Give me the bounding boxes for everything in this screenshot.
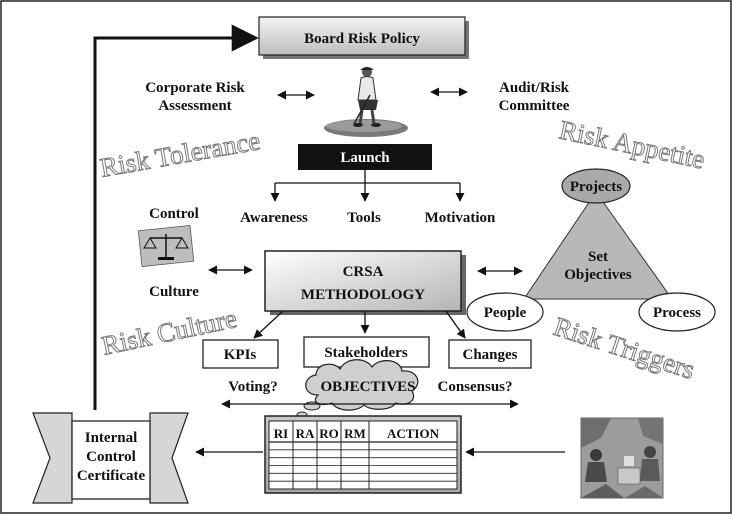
certificate-label-2: Control: [86, 449, 136, 465]
voting-label: Voting?: [228, 379, 277, 395]
kpis-box: [202, 339, 279, 369]
corporate-risk-label-1: Corporate Risk: [145, 80, 245, 96]
certificate-label-1: Internal: [85, 430, 138, 446]
objectives-center-label: Objectives: [564, 267, 632, 283]
certificate-left-flap: [32, 412, 73, 504]
changes-box: [448, 339, 532, 369]
launch-label: Launch: [340, 150, 390, 166]
grid-header-action: ACTION: [387, 426, 440, 441]
internal-control-certificate-box: [71, 420, 151, 500]
audit-risk-label-2: Committee: [499, 98, 570, 114]
certificate-right-flap: [149, 412, 189, 504]
grid-header-rm: RM: [344, 426, 366, 441]
golfer-image: [324, 67, 408, 137]
consensus-label: Consensus?: [437, 379, 512, 395]
meeting-image: [580, 417, 664, 499]
process-ellipse: [638, 292, 716, 332]
objectives-triangle: [523, 191, 673, 300]
grid-header-ro: RO: [319, 426, 339, 441]
projects-label: Projects: [570, 179, 622, 195]
watermark-risk-appetite: Risk Appetite: [557, 115, 708, 175]
audit-risk-label-1: Audit/Risk: [499, 80, 570, 96]
arrow-to-changes: [445, 310, 466, 339]
motivation-label: Motivation: [425, 210, 496, 226]
board-risk-policy-box: [258, 16, 466, 56]
tools-label: Tools: [347, 210, 381, 226]
action-grid-lines: [269, 421, 457, 489]
action-grid-headers: RI RA RO RM ACTION: [274, 426, 440, 441]
people-ellipse: [466, 292, 544, 332]
scales-icon: [137, 224, 195, 268]
objectives-label: OBJECTIVES: [320, 379, 415, 395]
board-risk-policy-title: Board Risk Policy: [304, 31, 420, 47]
crsa-label: CRSA: [343, 264, 384, 280]
set-label: Set: [588, 249, 608, 265]
stakeholders-label: Stakeholders: [324, 345, 408, 361]
kpis-label: KPIs: [224, 347, 257, 363]
launch-box: [298, 144, 432, 170]
culture-label: Culture: [149, 284, 199, 300]
watermark-risk-tolerance: Risk Tolerance: [98, 125, 263, 183]
feedback-loop-arrow: [93, 24, 259, 410]
corporate-risk-label-2: Assessment: [158, 98, 231, 114]
projects-ellipse: [561, 168, 631, 204]
awareness-label: Awareness: [240, 210, 308, 226]
crsa-methodology-box: [264, 250, 462, 312]
arrow-to-kpis: [253, 310, 284, 339]
methodology-label: METHODOLOGY: [301, 287, 425, 303]
grid-header-ra: RA: [296, 426, 315, 441]
changes-label: Changes: [462, 347, 517, 363]
action-grid-inner: [268, 420, 458, 490]
process-label: Process: [653, 305, 701, 321]
control-label: Control: [149, 206, 199, 222]
certificate-label-3: Certificate: [77, 468, 146, 484]
grid-header-ri: RI: [274, 426, 288, 441]
people-label: People: [484, 305, 527, 321]
